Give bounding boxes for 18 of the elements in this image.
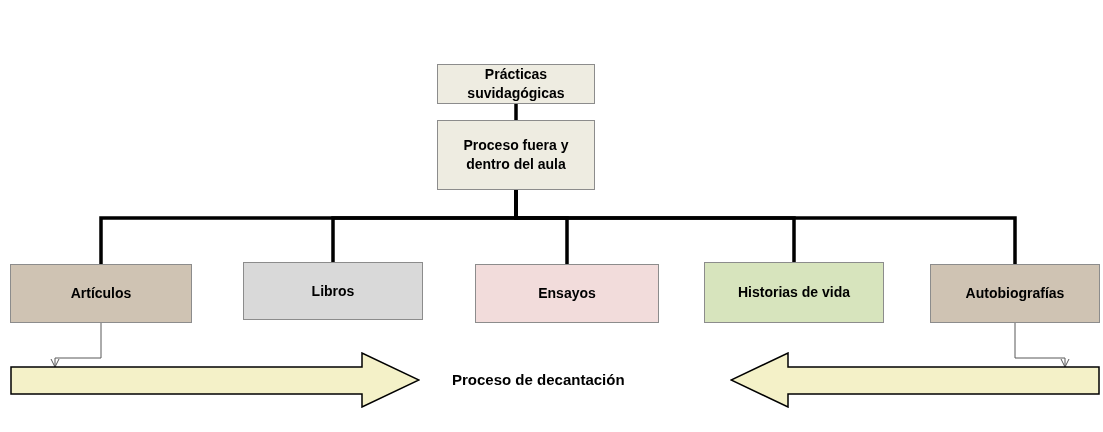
box-label: Autobiografías — [965, 284, 1065, 303]
box-label: Prácticas suvidagógicas — [466, 65, 566, 103]
box-label: Proceso fuera y dentro del aula — [462, 136, 570, 174]
text-box — [437, 120, 595, 190]
arrow — [1014, 322, 1070, 368]
text-box — [10, 264, 192, 323]
text-box — [243, 262, 423, 320]
box-label: Artículos — [70, 284, 132, 303]
caption-text: Proceso de decantación — [452, 371, 625, 388]
text-box — [437, 64, 595, 104]
box-label: Libros — [311, 281, 355, 301]
box-label: Historias de vida — [737, 283, 850, 302]
connector-line — [514, 104, 518, 120]
box-label: Ensayos — [538, 284, 596, 303]
arrow — [50, 322, 102, 368]
text-box — [475, 264, 659, 323]
text-box — [930, 264, 1100, 323]
text-box — [704, 262, 884, 323]
